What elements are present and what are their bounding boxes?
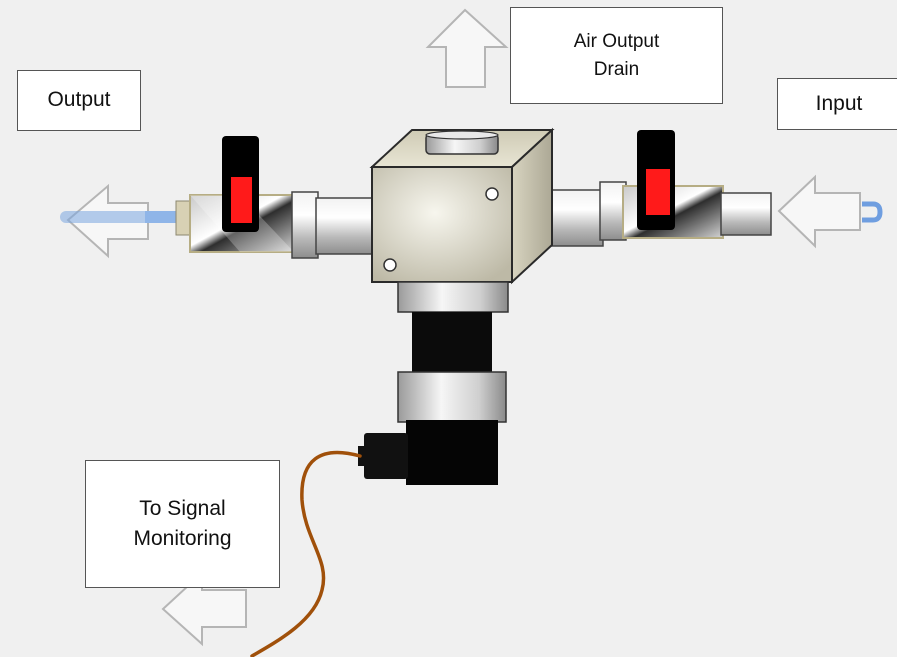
input-tube (862, 201, 883, 223)
sensor-stem (397, 281, 509, 485)
signal-cable (250, 450, 362, 657)
output-label: Output (17, 70, 141, 131)
arrow-up-air-output (425, 8, 509, 88)
top-cap (425, 130, 499, 155)
arrow-left-input (777, 174, 861, 249)
left-pipe (291, 191, 375, 259)
air-output-drain-label: Air Output Drain (510, 7, 723, 104)
input-label: Input (777, 78, 897, 130)
output-tube (60, 211, 180, 223)
signal-monitoring-label: To Signal Monitoring (85, 460, 280, 588)
sensor-connector (358, 433, 408, 479)
valve-block (369, 127, 555, 285)
input-valve-handle (637, 130, 675, 230)
output-valve-handle (222, 136, 259, 232)
